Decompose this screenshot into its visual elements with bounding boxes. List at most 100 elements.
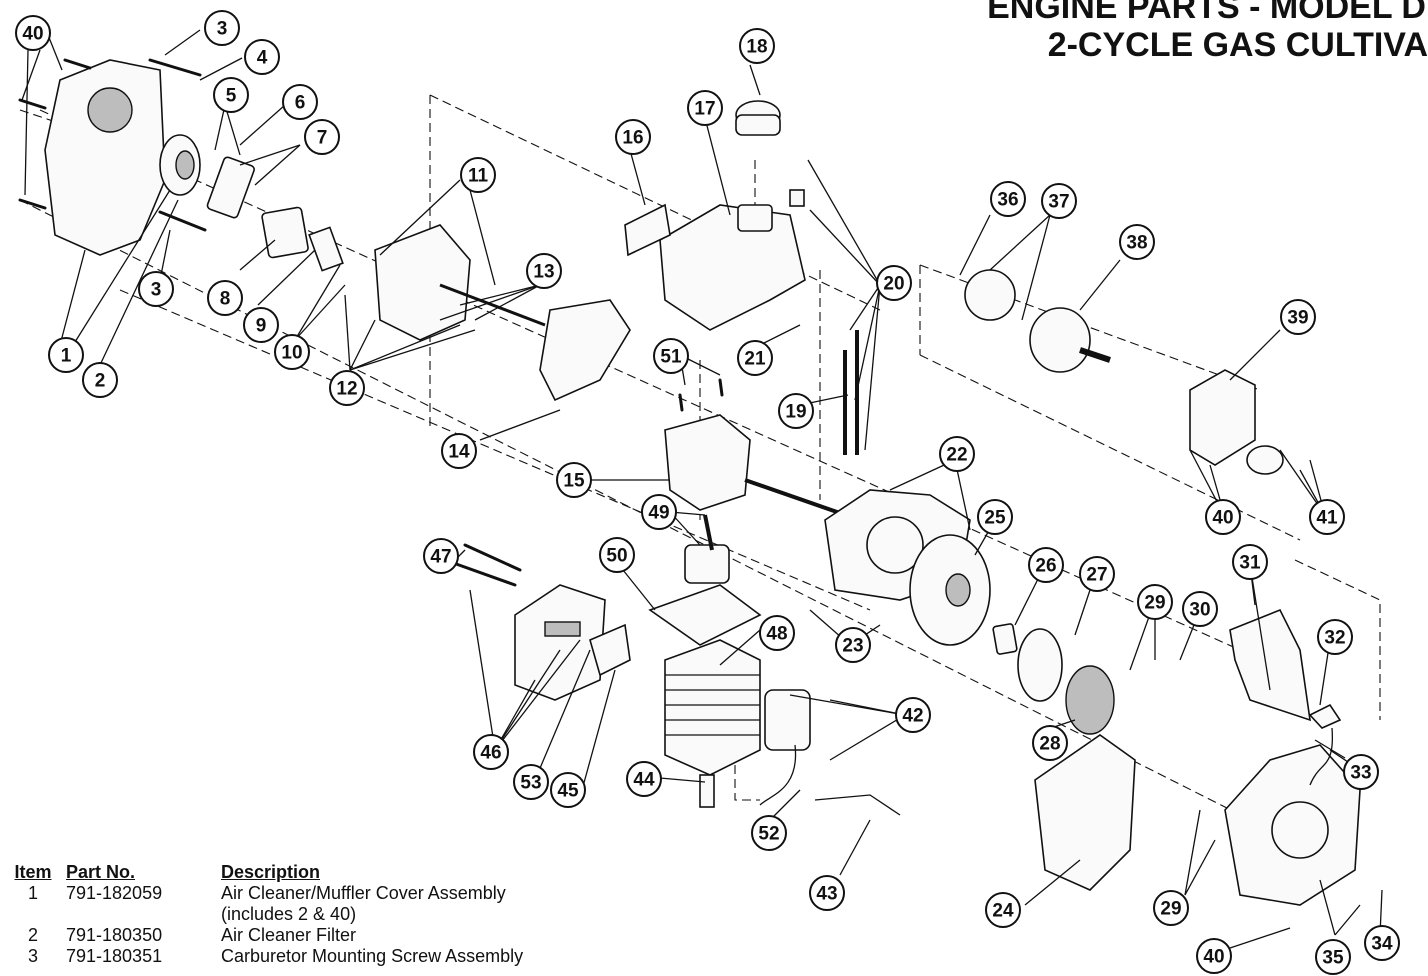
callout-4: 4 bbox=[244, 39, 280, 75]
callout-number: 40 bbox=[1203, 947, 1224, 968]
spark-plug bbox=[699, 774, 715, 808]
crankcase bbox=[664, 414, 751, 511]
callout-10: 10 bbox=[274, 334, 310, 370]
callout-number: 35 bbox=[1322, 948, 1344, 969]
callout-1: 1 bbox=[48, 337, 84, 373]
callout-number: 46 bbox=[480, 743, 501, 764]
clutch-housing bbox=[1189, 369, 1256, 466]
engine-housing bbox=[374, 224, 471, 341]
callout-number: 13 bbox=[533, 262, 554, 283]
callout-number: 45 bbox=[557, 781, 579, 802]
part-shapes bbox=[18, 58, 1361, 906]
callout-41: 41 bbox=[1309, 499, 1345, 535]
table-row: 1 791-182059 Air Cleaner/Muffler Cover A… bbox=[0, 883, 701, 925]
callout-8: 8 bbox=[207, 280, 243, 316]
callout-27: 27 bbox=[1079, 556, 1115, 592]
callout-39: 39 bbox=[1280, 299, 1316, 335]
callout-9: 9 bbox=[243, 307, 279, 343]
header-part-no: Part No. bbox=[66, 862, 136, 882]
callout-37: 37 bbox=[1041, 183, 1077, 219]
callout-number: 30 bbox=[1189, 600, 1210, 621]
callout-number: 22 bbox=[946, 445, 967, 466]
callout-43: 43 bbox=[809, 875, 845, 911]
row-item: 1 bbox=[27, 883, 38, 903]
callout-number: 27 bbox=[1086, 565, 1107, 586]
callout-53: 53 bbox=[513, 764, 549, 800]
callout-number: 33 bbox=[1350, 763, 1371, 784]
callout-29: 29 bbox=[1137, 584, 1173, 620]
callout-40: 40 bbox=[1205, 499, 1241, 535]
callout-5: 5 bbox=[213, 77, 249, 113]
callout-number: 16 bbox=[622, 128, 643, 149]
callout-number: 23 bbox=[842, 636, 863, 657]
carburetor bbox=[261, 206, 309, 259]
muffler bbox=[514, 584, 606, 701]
callout-number: 4 bbox=[257, 48, 268, 69]
callout-19: 19 bbox=[778, 393, 814, 429]
callout-31: 31 bbox=[1232, 544, 1268, 580]
row-item: 2 bbox=[27, 925, 38, 945]
callout-49: 49 bbox=[641, 494, 677, 530]
callout-number: 29 bbox=[1160, 899, 1181, 920]
callout-number: 1 bbox=[61, 346, 72, 367]
callout-number: 40 bbox=[1212, 508, 1233, 529]
callout-15: 15 bbox=[556, 462, 592, 498]
callout-26: 26 bbox=[1028, 547, 1064, 583]
callout-number: 28 bbox=[1039, 734, 1060, 755]
table-row: 3 791-180351 Carburetor Mounting Screw A… bbox=[0, 946, 701, 967]
row-description-note: (includes 2 & 40) bbox=[221, 904, 357, 924]
callout-18: 18 bbox=[739, 28, 775, 64]
row-description: Air Cleaner/Muffler Cover Assembly (incl… bbox=[221, 883, 701, 925]
callout-number: 42 bbox=[902, 706, 923, 727]
callout-21: 21 bbox=[737, 340, 773, 376]
callout-22: 22 bbox=[939, 436, 975, 472]
callout-13: 13 bbox=[526, 253, 562, 289]
callout-52: 52 bbox=[751, 815, 787, 851]
callout-46: 46 bbox=[473, 734, 509, 770]
row-part-no: 791-182059 bbox=[66, 883, 163, 903]
callout-12: 12 bbox=[329, 370, 365, 406]
callout-11: 11 bbox=[460, 157, 496, 193]
callout-24: 24 bbox=[985, 892, 1021, 928]
callout-number: 18 bbox=[746, 37, 767, 58]
callout-number: 12 bbox=[336, 379, 357, 400]
parts-table: Item Part No. Description 1 791-182059 A… bbox=[0, 862, 701, 967]
title-line-2: 2-CYCLE GAS CULTIVA bbox=[1047, 26, 1428, 64]
piston bbox=[684, 544, 730, 584]
callout-number: 20 bbox=[883, 274, 904, 295]
callout-number: 44 bbox=[633, 770, 655, 791]
callout-6: 6 bbox=[282, 84, 318, 120]
callout-38: 38 bbox=[1119, 224, 1155, 260]
callout-17: 17 bbox=[687, 90, 723, 126]
callout-45: 45 bbox=[550, 772, 586, 808]
callout-number: 9 bbox=[256, 316, 267, 337]
callout-35: 35 bbox=[1315, 939, 1351, 975]
row-item: 3 bbox=[27, 946, 38, 966]
title-line-1: ENGINE PARTS - MODEL D bbox=[987, 0, 1426, 26]
callout-28: 28 bbox=[1032, 725, 1068, 761]
callout-40: 40 bbox=[1196, 938, 1232, 974]
callout-30: 30 bbox=[1182, 591, 1218, 627]
callout-3: 3 bbox=[204, 10, 240, 46]
callout-number: 52 bbox=[758, 824, 779, 845]
starter-pulley bbox=[1017, 628, 1063, 702]
callout-number: 29 bbox=[1144, 593, 1165, 614]
callout-40: 40 bbox=[15, 15, 51, 51]
fuel-tank bbox=[659, 204, 806, 331]
clutch-drum bbox=[1029, 307, 1091, 373]
callout-number: 17 bbox=[694, 99, 715, 120]
callout-number: 51 bbox=[660, 347, 682, 368]
callout-number: 36 bbox=[997, 190, 1018, 211]
callout-16: 16 bbox=[615, 119, 651, 155]
callout-number: 53 bbox=[520, 773, 541, 794]
header-description: Description bbox=[221, 862, 321, 882]
callout-number: 11 bbox=[468, 166, 489, 187]
callout-number: 19 bbox=[785, 402, 806, 423]
starter-spring bbox=[1065, 665, 1115, 735]
callout-number: 32 bbox=[1324, 628, 1345, 649]
callout-number: 5 bbox=[226, 86, 237, 107]
callout-number: 39 bbox=[1287, 308, 1308, 329]
callout-number: 21 bbox=[744, 349, 766, 370]
